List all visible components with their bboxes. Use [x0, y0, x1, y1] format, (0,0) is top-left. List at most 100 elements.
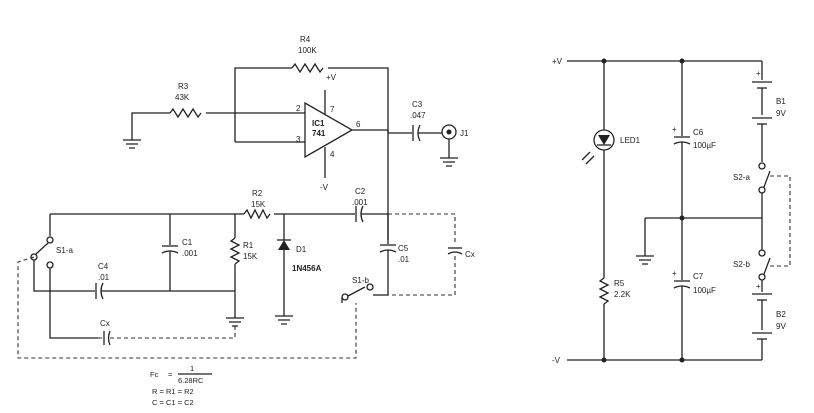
- d1-part: 1N456A: [292, 264, 322, 273]
- jack-j1-center: [446, 129, 452, 135]
- opamp-ic1-icon: [304, 101, 354, 159]
- supply-vminus: -V: [552, 356, 561, 365]
- c4-ref: C4: [98, 262, 109, 271]
- r3-ref: R3: [178, 82, 189, 91]
- ground-icon-midpoint: [636, 255, 654, 265]
- c5-ref: C5: [398, 244, 409, 253]
- switch-s2a-contact-bottom: [758, 186, 766, 194]
- b1-plus: +: [756, 69, 761, 78]
- switch-s1a-contact-top: [46, 236, 54, 244]
- power-supply-circuit: +V -V LED1 R5 2.2K + C6 100µF + C7 100µF: [552, 57, 791, 365]
- ground-icon-d1: [275, 315, 293, 325]
- c3-value: .047: [410, 111, 426, 120]
- cx-bottom-ref: Cx: [100, 319, 110, 328]
- ic1-part: 741: [312, 129, 326, 138]
- dashed-cx-right-top: [388, 213, 456, 245]
- ic1-ref: IC1: [312, 119, 325, 128]
- c6-plus: +: [672, 125, 677, 134]
- resistor-r1: [229, 237, 241, 265]
- switch-s2b-contact-bottom: [758, 273, 766, 281]
- resistor-r2: [243, 208, 271, 220]
- s2a-ref: S2-a: [733, 173, 750, 182]
- dashed-switch-linkage: [17, 256, 357, 359]
- oscillator-circuit: R4 100K R3 43K IC1 741 2 3 7 +V 4 -V 6 C…: [17, 35, 475, 359]
- c1-ref: C1: [182, 238, 193, 247]
- s2b-ref: S2-b: [733, 260, 750, 269]
- cutoff-formula: Fc = 1 6.28RC R = R1 = R2 C = C1 = C2: [150, 364, 212, 407]
- led1-triangle: [598, 135, 610, 145]
- dashed-cx-bottom-right: [110, 326, 236, 339]
- wire-r4-right: [328, 67, 389, 133]
- ic1-pin4: 4: [330, 150, 335, 159]
- c5-value: .01: [398, 255, 410, 264]
- c6-ref: C6: [693, 128, 704, 137]
- switch-s1a-contact-bottom: [46, 261, 54, 269]
- r4-value: 100K: [298, 46, 317, 55]
- formula-numerator: 1: [190, 364, 194, 373]
- led1-light-rays-icon: [581, 151, 595, 165]
- c7-plus: +: [672, 269, 677, 278]
- r5-ref: R5: [614, 279, 625, 288]
- ic1-vplus: +V: [326, 73, 337, 82]
- ic1-vminus: -V: [320, 183, 329, 192]
- formula-equals: =: [168, 370, 173, 379]
- junction-midpoint: [679, 215, 685, 221]
- led1-ref: LED1: [620, 136, 641, 145]
- switch-s1b-contact-right: [366, 283, 374, 291]
- c3-ref: C3: [412, 100, 423, 109]
- wire-s1a-cx: [49, 268, 98, 339]
- switch-s2a-contact-top: [758, 162, 766, 170]
- r1-value: 15K: [243, 252, 258, 261]
- formula-denominator: 6.28RC: [178, 376, 204, 385]
- ic1-pin3: 3: [296, 135, 301, 144]
- switch-s1b-lever: [347, 286, 366, 297]
- capacitor-cx-bottom-plate-b: [107, 330, 111, 346]
- cx-right-ref: Cx: [465, 250, 475, 259]
- switch-s2b-lever: [763, 257, 771, 275]
- s1b-ref: S1-b: [352, 276, 369, 285]
- ic1-pin7: 7: [330, 105, 335, 114]
- formula-line2: R = R1 = R2: [152, 387, 194, 396]
- c1-value: .001: [182, 249, 198, 258]
- ic1-pin6: 6: [356, 120, 361, 129]
- resistor-r4: [291, 62, 324, 74]
- c7-ref: C7: [693, 272, 704, 281]
- c4-value: .01: [98, 273, 110, 282]
- wire-r4-left: [234, 67, 292, 142]
- b2-ref: B2: [776, 310, 786, 319]
- b2-plus: +: [756, 282, 761, 291]
- capacitor-cx-right-plate-b: [447, 251, 463, 255]
- formula-fc: Fc: [150, 370, 159, 379]
- r3-value: 43K: [175, 93, 190, 102]
- r1-ref: R1: [243, 241, 254, 250]
- d1-ref: D1: [296, 245, 307, 254]
- r4-ref: R4: [300, 35, 311, 44]
- j1-ref: J1: [460, 129, 469, 138]
- formula-line3: C = C1 = C2: [152, 398, 194, 407]
- r2-value: 15K: [251, 200, 266, 209]
- c2-ref: C2: [355, 187, 366, 196]
- ground-icon-j1: [440, 157, 458, 167]
- supply-vplus: +V: [552, 57, 563, 66]
- ground-icon-r3: [123, 139, 141, 149]
- dashed-cx-right-bottom: [388, 256, 456, 296]
- c2-value: .001: [352, 198, 368, 207]
- wire-s1a-c4: [33, 260, 95, 292]
- r5-value: 2.2K: [614, 290, 631, 299]
- resistor-r3: [169, 107, 202, 119]
- c6-value: 100µF: [693, 141, 716, 150]
- switch-s1a-lever: [35, 242, 49, 255]
- b1-ref: B1: [776, 97, 786, 106]
- switch-s1b-contact-left: [341, 293, 349, 301]
- switch-s2a-lever: [763, 170, 771, 188]
- c7-value: 100µF: [693, 286, 716, 295]
- ground-icon-r1: [226, 317, 244, 327]
- r2-ref: R2: [252, 189, 263, 198]
- wire-r3-ground: [131, 112, 170, 140]
- diode-d1-icon: [278, 240, 290, 250]
- resistor-r5: [598, 277, 610, 305]
- b1-value: 9V: [776, 109, 786, 118]
- dashed-s2-linkage: [770, 175, 791, 267]
- ic1-pin2: 2: [296, 104, 301, 113]
